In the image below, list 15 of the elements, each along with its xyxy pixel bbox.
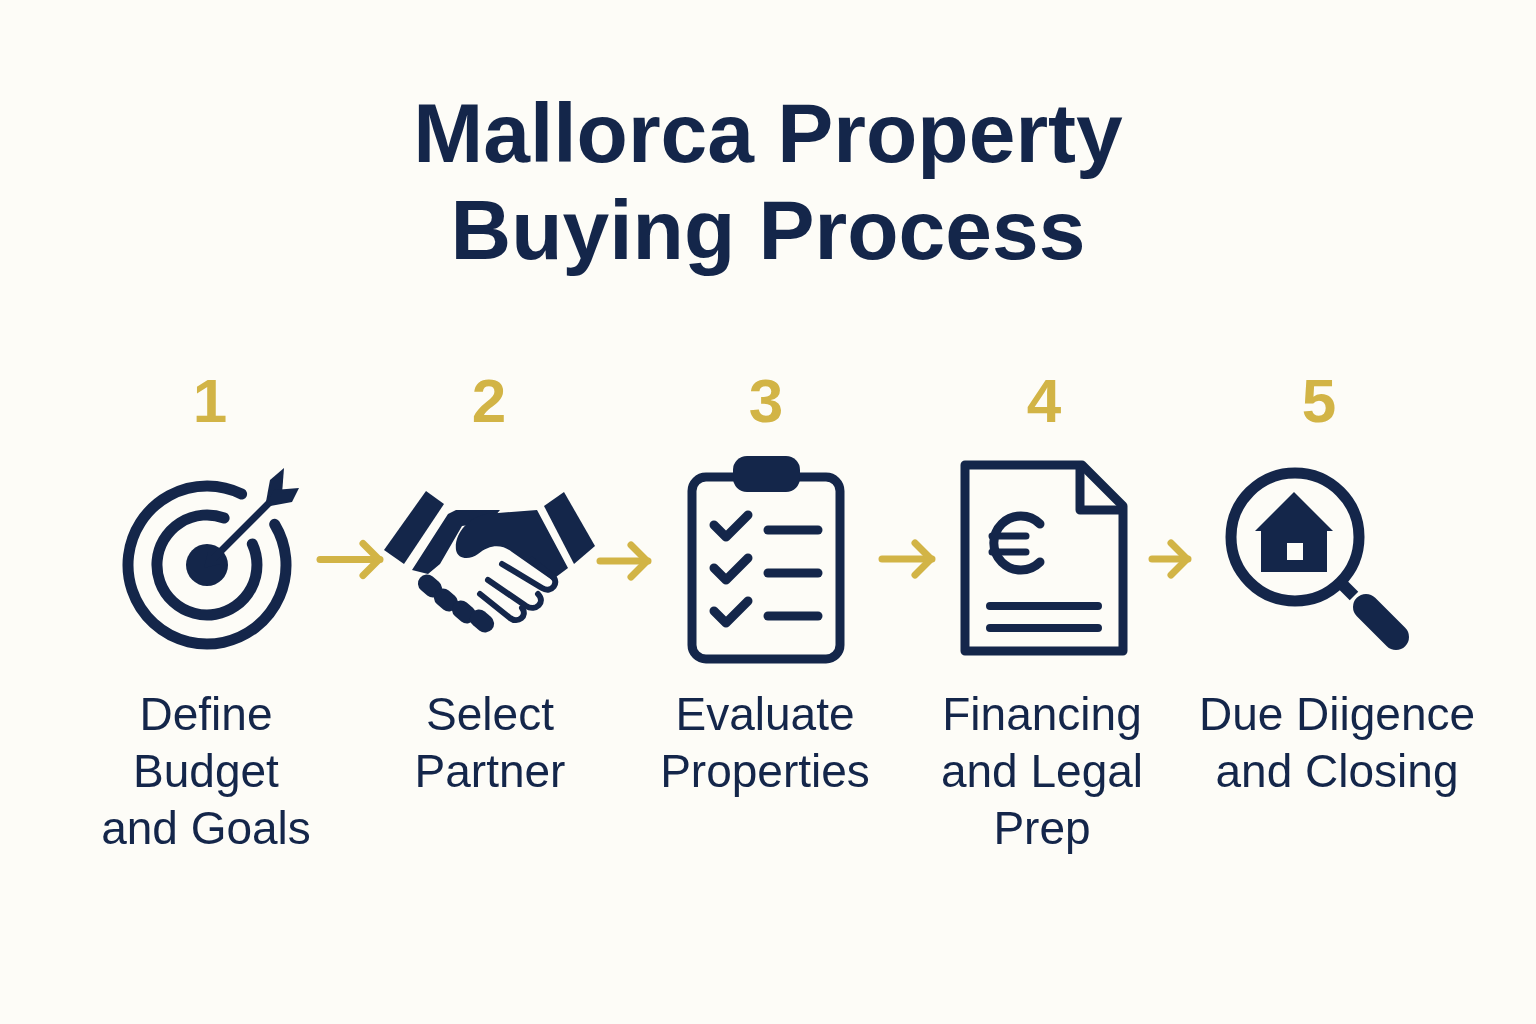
- step-label: Financing and Legal Prep: [939, 687, 1145, 856]
- step-number: 4: [1026, 370, 1062, 432]
- step-number: 3: [748, 370, 784, 432]
- arrow: [1148, 539, 1192, 579]
- step-label: Due Diigence and Closing: [1197, 687, 1477, 799]
- step-number: 1: [192, 370, 228, 432]
- step-label: Select Partner: [413, 687, 567, 799]
- step-number: 2: [471, 370, 507, 432]
- arrow: [878, 539, 936, 579]
- arrow: [596, 541, 652, 581]
- step-label: Define Budget and Goals: [100, 687, 312, 856]
- arrow: [316, 540, 384, 579]
- step-number: 5: [1301, 370, 1337, 432]
- step-label: Evaluate Properties: [659, 687, 871, 799]
- title: Mallorca Property Buying Process: [412, 85, 1124, 279]
